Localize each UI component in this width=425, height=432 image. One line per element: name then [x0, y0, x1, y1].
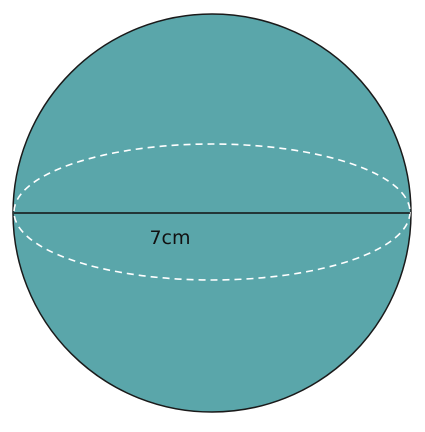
diameter-label: 7cm: [149, 227, 190, 249]
equator-dashed-ellipse: [13, 143, 411, 281]
